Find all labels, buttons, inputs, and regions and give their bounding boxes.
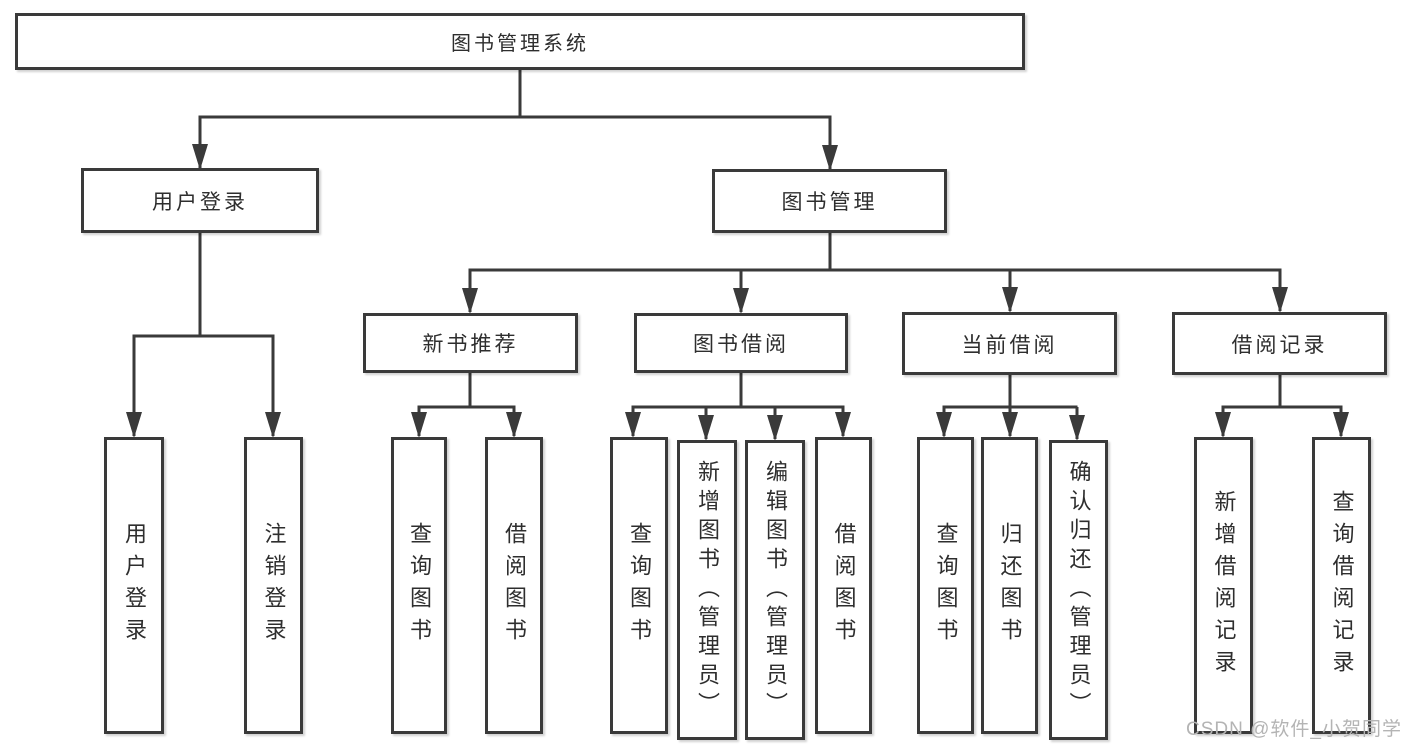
leaf-borrow-query-book: 查询图书 xyxy=(610,437,668,734)
leaf-query-borrow-record: 查询借阅记录 xyxy=(1312,437,1371,734)
connector-mgmt-trunk xyxy=(468,233,1282,272)
node-book-management-branch: 图书管理 xyxy=(712,169,947,233)
leaf-label: 注销登录 xyxy=(261,521,287,650)
connector-current-trunk xyxy=(942,375,1078,409)
leaf-label: 借阅图书 xyxy=(502,521,527,650)
node-borrow-records: 借阅记录 xyxy=(1172,312,1387,375)
connector-login-trunk xyxy=(132,233,275,338)
leaf-label: 查询图书 xyxy=(407,521,432,650)
leaf-label: 查询图书 xyxy=(627,521,652,650)
leaf-label: 归还图书 xyxy=(997,521,1023,650)
leaf-label: 查询图书 xyxy=(933,521,959,650)
leaf-return-book: 归还图书 xyxy=(981,437,1038,734)
node-root: 图书管理系统 xyxy=(15,13,1025,70)
leaf-label: 用户登录 xyxy=(122,521,147,650)
leaf-label: 新增借阅记录 xyxy=(1211,489,1237,682)
leaf-recommend-borrow-book: 借阅图书 xyxy=(485,437,543,734)
leaf-logout: 注销登录 xyxy=(244,437,303,734)
connector-borrow-trunk xyxy=(631,373,845,409)
leaf-confirm-return-admin: 确认归还（管理员） xyxy=(1049,440,1108,740)
node-user-login-branch: 用户登录 xyxy=(81,168,319,233)
leaf-label: 编辑图书（管理员） xyxy=(763,459,788,721)
leaf-label: 查询借阅记录 xyxy=(1329,489,1355,682)
leaf-user-login: 用户登录 xyxy=(104,437,164,734)
node-current-borrow: 当前借阅 xyxy=(902,312,1117,375)
connector-records-trunk xyxy=(1221,375,1343,409)
leaf-borrow-book: 借阅图书 xyxy=(815,437,872,734)
connector-root-trunk xyxy=(198,70,832,119)
leaf-label: 确认归还（管理员） xyxy=(1066,459,1092,721)
connector-recommend-trunk xyxy=(417,373,516,409)
leaf-add-book-admin: 新增图书（管理员） xyxy=(677,440,737,740)
node-book-borrow: 图书借阅 xyxy=(634,313,848,373)
leaf-label: 借阅图书 xyxy=(831,521,857,650)
leaf-add-borrow-record: 新增借阅记录 xyxy=(1194,437,1253,734)
leaf-edit-book-admin: 编辑图书（管理员） xyxy=(745,440,805,740)
leaf-current-query-book: 查询图书 xyxy=(917,437,974,734)
leaf-label: 新增图书（管理员） xyxy=(695,459,720,721)
leaf-recommend-query-book: 查询图书 xyxy=(391,437,447,734)
node-new-book-recommend: 新书推荐 xyxy=(363,313,578,373)
csdn-watermark: CSDN @软件_小贺同学 xyxy=(1186,719,1402,740)
